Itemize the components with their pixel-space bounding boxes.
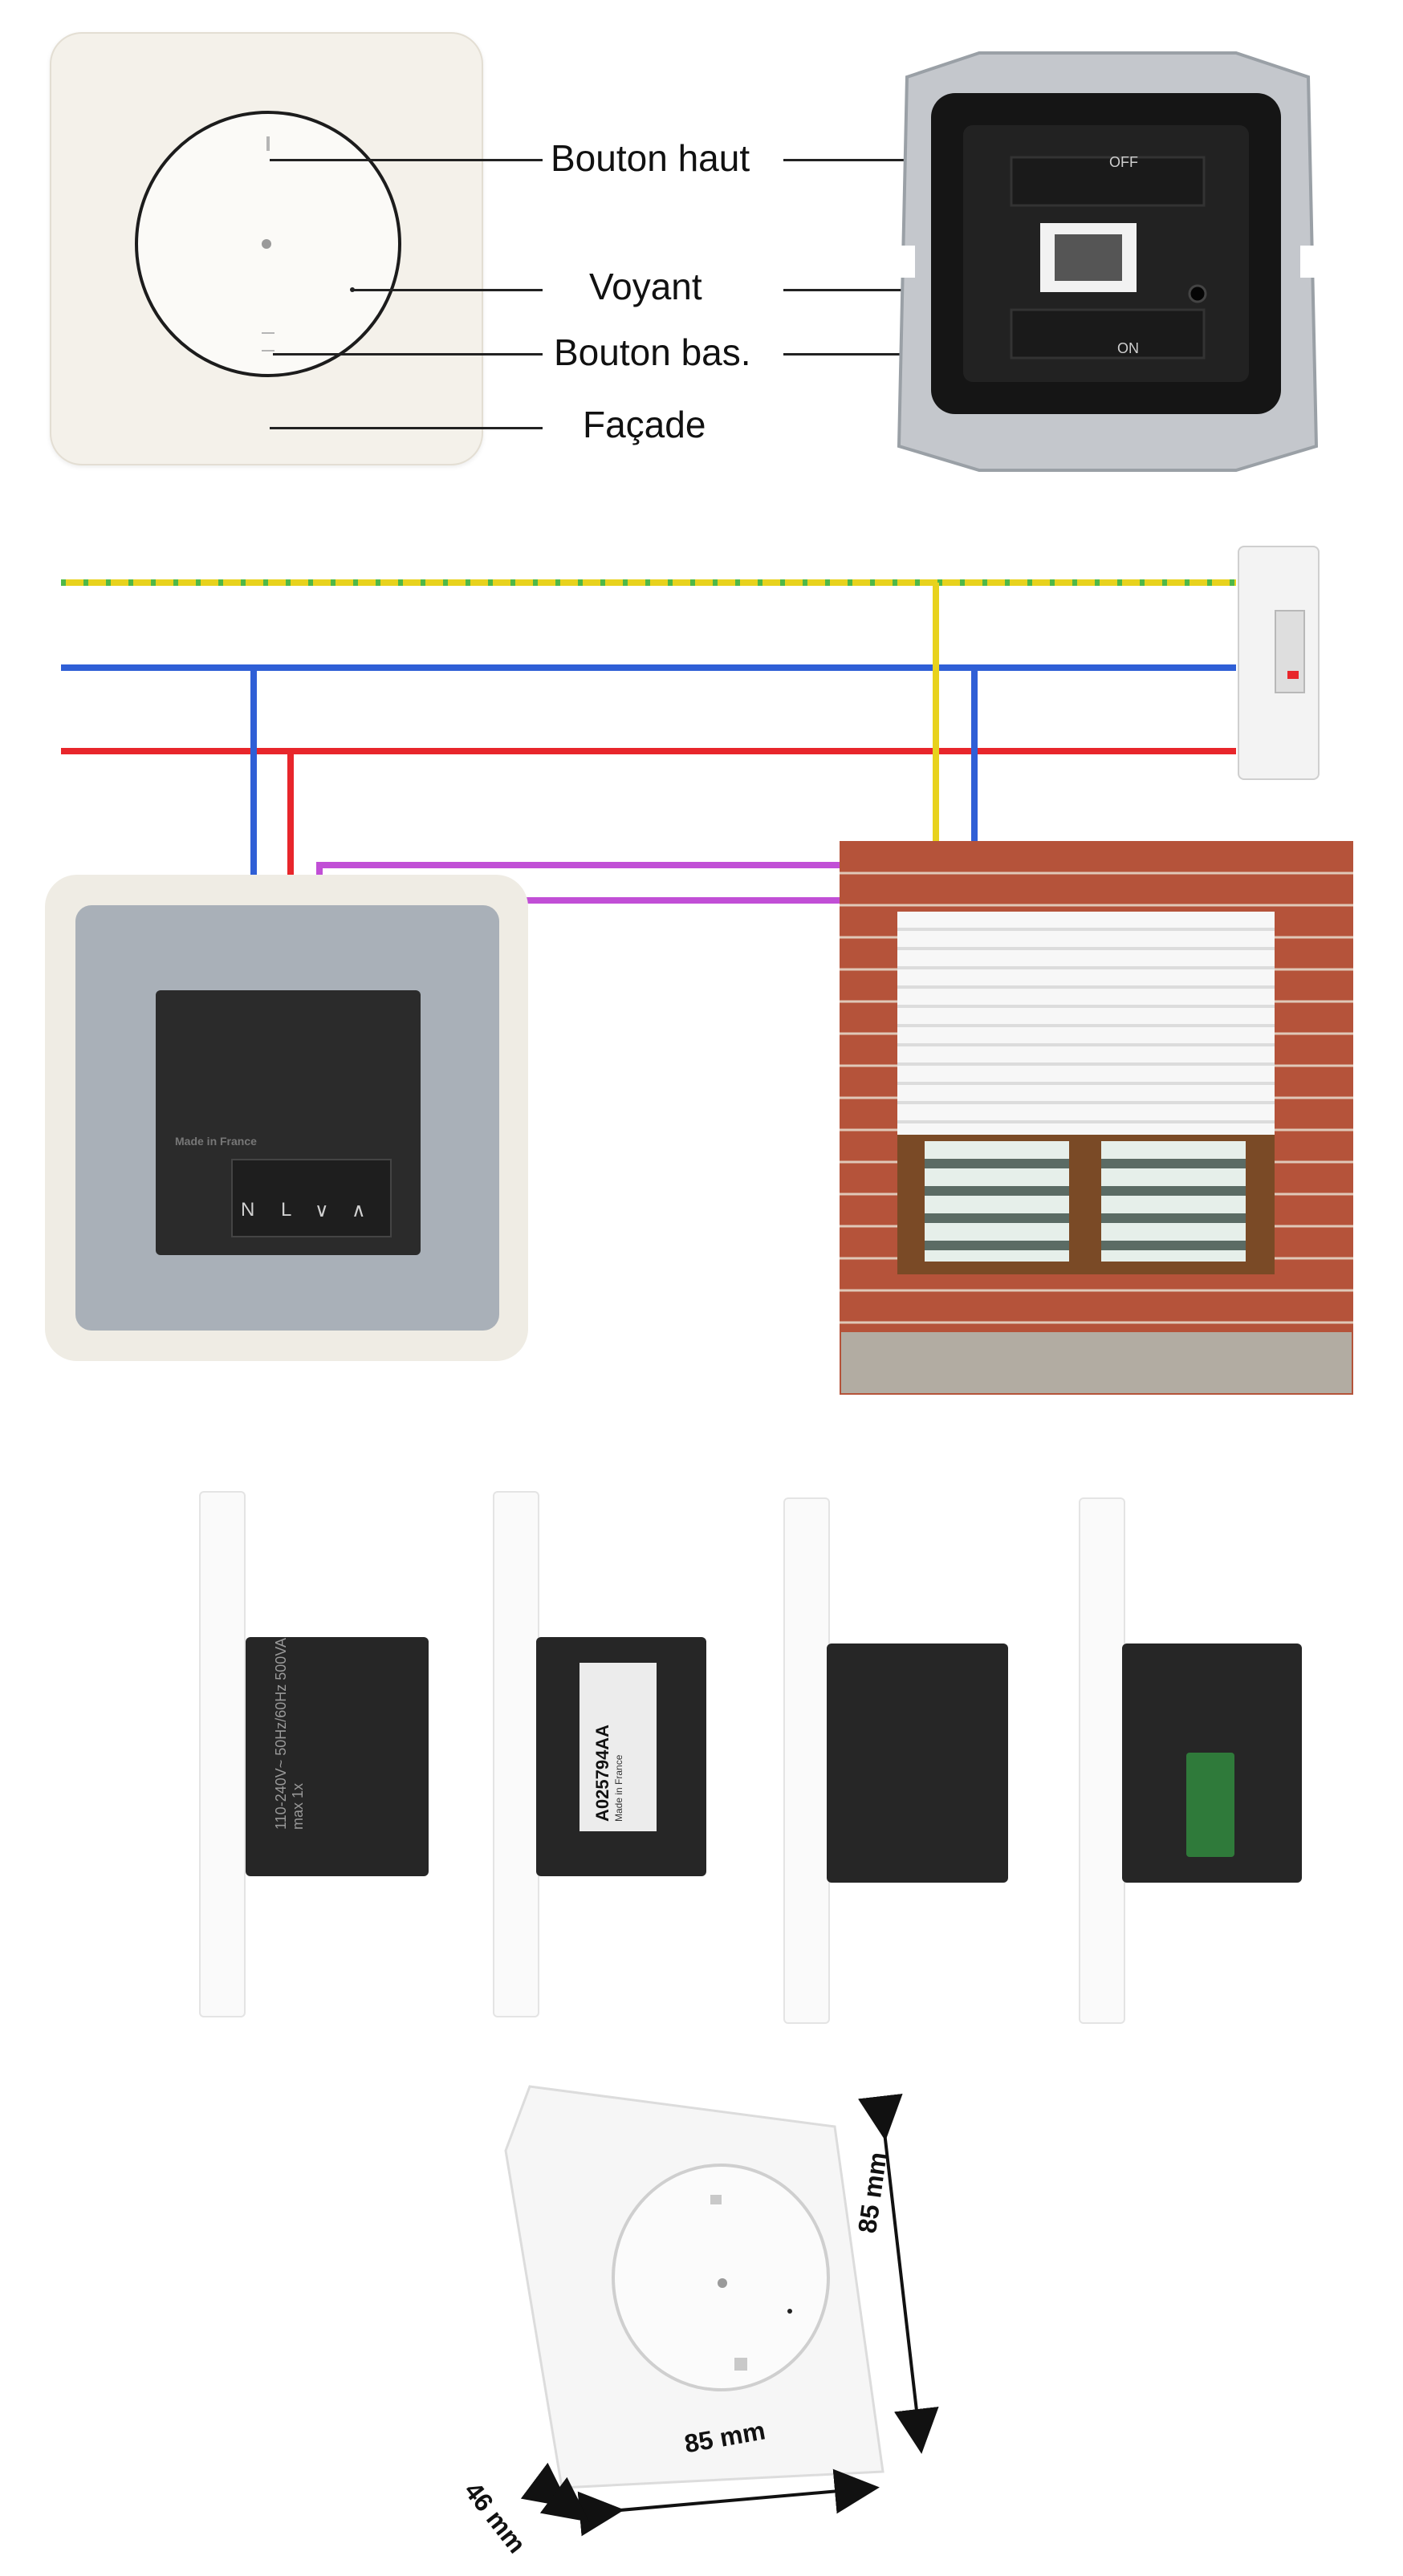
terminal-down: ∨ xyxy=(315,1199,329,1221)
perspective-plate xyxy=(504,2085,885,2489)
window-glass-right xyxy=(1101,1141,1246,1262)
terminal-n: N xyxy=(241,1199,255,1221)
side-view-2-part-number: A025794AA xyxy=(592,1724,612,1822)
terminal-l: L xyxy=(281,1199,292,1221)
module-top-view xyxy=(883,51,1332,472)
side-view-1-rating: 110-240V~ 50Hz/60Hz 500VA max 1x xyxy=(273,1639,306,1830)
bottom-button-mark xyxy=(262,332,274,351)
side-view-4-terminals xyxy=(1186,1753,1234,1857)
side-view-1-plate xyxy=(199,1491,246,2017)
terminal-block xyxy=(231,1159,392,1237)
leader-indicator-left xyxy=(353,289,543,291)
side-view-1-module xyxy=(246,1637,429,1876)
knob-center-dot xyxy=(262,239,271,249)
side-view-4-plate xyxy=(1079,1497,1125,2024)
top-button-mark xyxy=(266,136,270,151)
label-top-button: Bouton haut xyxy=(551,137,750,179)
side-view-3-module xyxy=(827,1644,1008,1883)
indicator-led xyxy=(350,287,355,292)
window-sill xyxy=(841,1332,1352,1393)
side-view-2-plate xyxy=(493,1491,539,2017)
side-view-3-plate xyxy=(783,1497,830,2024)
leader-faceplate-left xyxy=(270,427,543,429)
leader-top-button-left xyxy=(270,159,543,161)
terminal-up: ∧ xyxy=(352,1199,366,1221)
module-off-mark: OFF xyxy=(1109,154,1138,170)
leader-bottom-button-left xyxy=(273,353,543,356)
label-faceplate: Façade xyxy=(583,404,706,445)
roller-shutter xyxy=(897,912,1275,1135)
module-on-mark: ON xyxy=(1117,340,1139,356)
label-indicator: Voyant xyxy=(589,266,702,307)
window-glass-left xyxy=(925,1141,1069,1262)
breaker-indicator xyxy=(1287,671,1299,679)
label-bottom-button: Bouton bas. xyxy=(554,331,751,373)
side-view-2-label xyxy=(580,1663,657,1831)
dimension-arrows xyxy=(520,2093,939,2537)
side-view-2-made-in: Made in France xyxy=(613,1754,624,1822)
breaker-toggle xyxy=(1275,610,1305,693)
made-in-label: Made in France xyxy=(175,1135,257,1148)
